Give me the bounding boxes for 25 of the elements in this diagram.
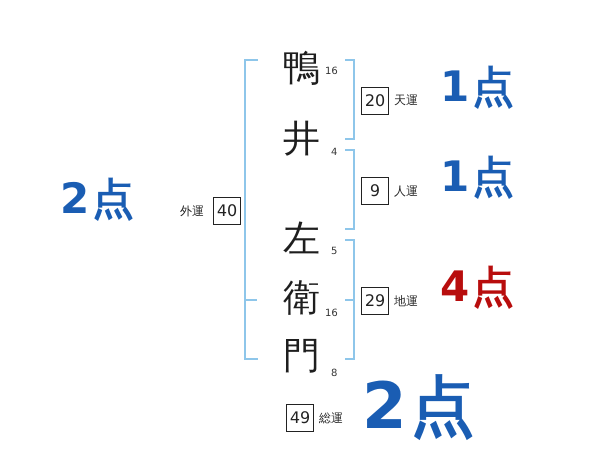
score-text: 4点 (440, 264, 518, 310)
number-box: 29 (361, 287, 389, 315)
stroke-count: 16 (325, 308, 338, 319)
score-text: 2点 (362, 372, 479, 442)
name-character: 井 (283, 119, 320, 160)
name-character: 鴨 (283, 48, 320, 89)
number-box: 40 (213, 197, 241, 225)
name-character: 門 (283, 336, 320, 377)
fortune-name: 地運 (394, 295, 418, 308)
fortune-name: 外運 (180, 205, 204, 218)
fortune-name: 人運 (394, 185, 418, 198)
stroke-count: 5 (331, 246, 338, 257)
number-box: 20 (361, 87, 389, 115)
score-text: 2点 (60, 176, 138, 222)
fortune-name: 総運 (319, 412, 343, 426)
fortune-name: 天運 (394, 94, 418, 108)
stroke-count: 4 (331, 147, 338, 158)
number-box: 9 (361, 177, 389, 205)
stroke-count: 8 (331, 368, 338, 379)
number-box: 49 (286, 404, 314, 432)
stroke-count: 16 (325, 66, 338, 77)
score-text: 1点 (440, 64, 518, 110)
name-character: 衛 (283, 278, 320, 319)
score-text: 1点 (440, 154, 518, 200)
name-character: 左 (283, 219, 320, 260)
